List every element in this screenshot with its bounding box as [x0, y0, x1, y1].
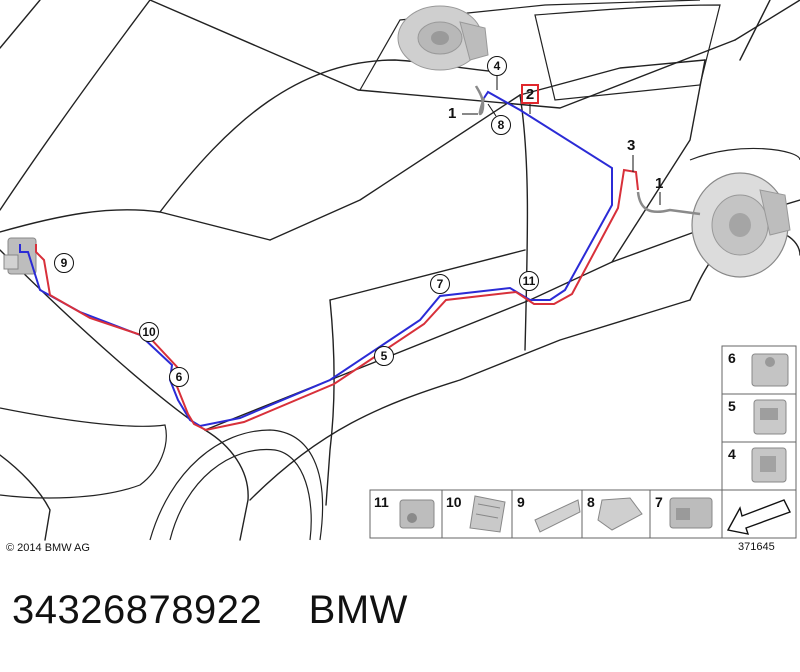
brake-hose-top	[474, 85, 486, 116]
legend-label-5: 5	[728, 398, 736, 414]
brake-line-blue	[19, 90, 613, 428]
part-6-clip-icon	[751, 353, 789, 387]
callout-7: 7	[430, 274, 450, 294]
callout-8: 8	[491, 115, 511, 135]
callout-6: 6	[169, 367, 189, 387]
part-5-clip-icon	[753, 399, 787, 435]
part-9-clip-icon	[534, 499, 581, 533]
callout-3: 3	[627, 137, 636, 154]
arrow-icon	[726, 499, 791, 535]
legend-label-8: 8	[587, 494, 595, 510]
legend-label-9: 9	[517, 494, 525, 510]
car-body-outline	[0, 0, 800, 541]
part-4-clip-icon	[751, 447, 787, 483]
abs-unit	[3, 237, 37, 275]
diagram-number: 371645	[738, 541, 775, 553]
rear-brake-disc-right	[689, 147, 800, 278]
callout-9: 9	[54, 253, 74, 273]
legend-label-6: 6	[728, 350, 736, 366]
leader-lines	[462, 76, 661, 205]
front-wheel-arch	[169, 448, 312, 541]
part-11-clip-icon	[399, 499, 435, 529]
callout-2-highlight: 2	[521, 84, 539, 104]
callout-1-rear: 1	[655, 175, 664, 192]
part-10-clip-icon	[469, 495, 506, 533]
callout-5: 5	[374, 346, 394, 366]
rear-brake-disc-top	[397, 5, 489, 71]
legend-label-10: 10	[446, 494, 462, 510]
front-fender	[0, 407, 324, 541]
callout-10: 10	[139, 322, 159, 342]
callout-4: 4	[487, 56, 507, 76]
callout-1-top: 1	[448, 105, 457, 122]
brake-line-diagram	[0, 0, 800, 541]
callout-11: 11	[519, 271, 539, 291]
copyright-text: © 2014 BMW AG	[6, 542, 90, 554]
legend-label-11: 11	[374, 494, 389, 510]
part-7-clip-icon	[669, 497, 713, 529]
brake-line-red	[35, 168, 639, 432]
brake-hose-rear	[636, 191, 701, 216]
legend-label-7: 7	[655, 494, 663, 510]
legend-label-4: 4	[728, 446, 736, 462]
rear-window	[359, 0, 721, 101]
part-8-bracket-icon	[597, 497, 643, 531]
part-number-caption: 34326878922 BMW	[12, 588, 408, 632]
